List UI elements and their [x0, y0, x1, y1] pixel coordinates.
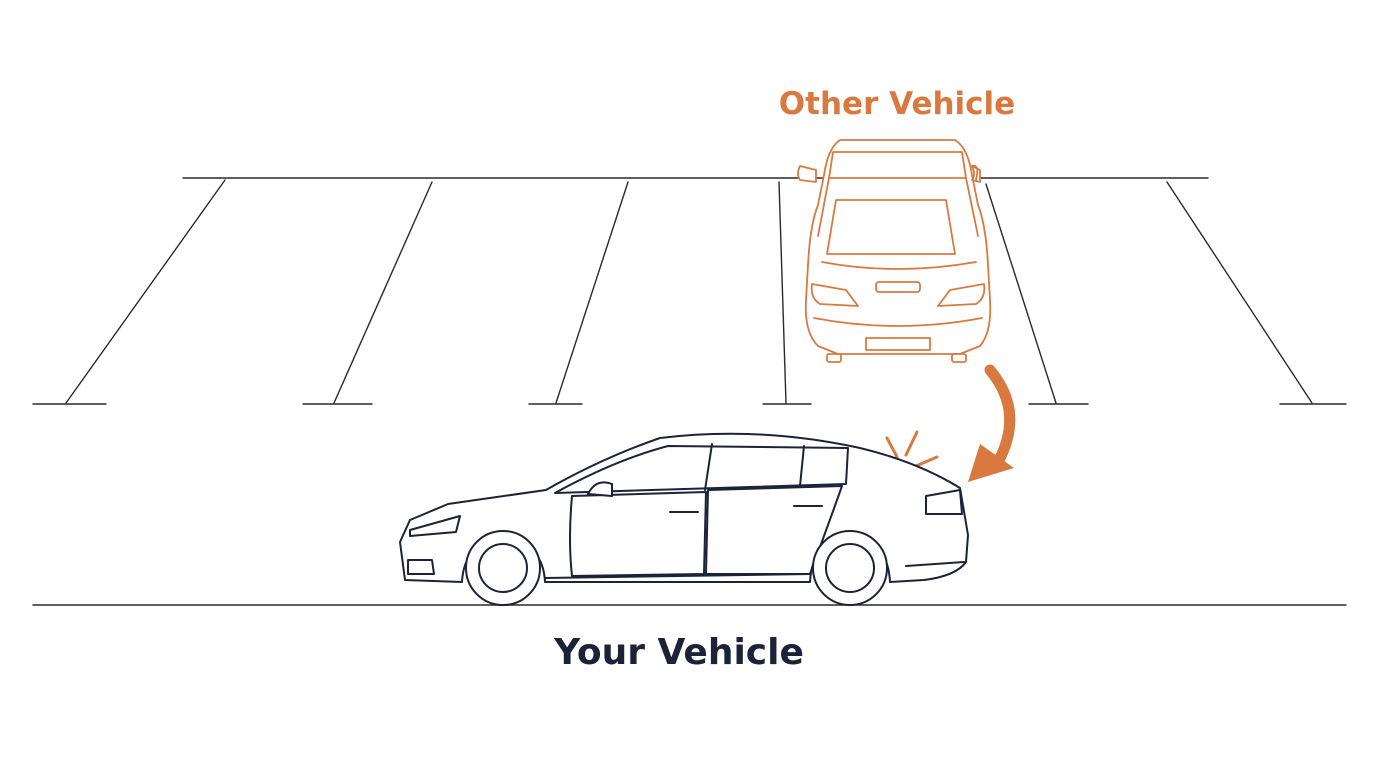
- your-vehicle-front-door: [569, 491, 707, 577]
- your-vehicle-front-rim: [478, 543, 528, 593]
- motion-arrow-icon: [968, 364, 1016, 482]
- your-vehicle-rear-rim: [825, 543, 875, 593]
- other-vehicle-bumper: [813, 317, 983, 327]
- your-vehicle-foglight: [407, 559, 435, 575]
- other-vehicle-car: [797, 139, 992, 363]
- parking-divider-2: [333, 181, 433, 404]
- other-vehicle-label: Other Vehicle: [778, 86, 1016, 122]
- parking-divider-4: [778, 181, 787, 404]
- other-vehicle-left-taillight: [810, 283, 859, 307]
- other-vehicle-left-pillar: [817, 177, 830, 237]
- your-vehicle-rear-bumper: [905, 561, 965, 567]
- other-vehicle-rear-window: [826, 199, 956, 255]
- other-vehicle-right-mirror-cap: [971, 164, 979, 181]
- your-vehicle-c-pillar: [799, 445, 805, 487]
- your-vehicle-label: Your Vehicle: [554, 632, 804, 673]
- your-vehicle-mirror: [587, 481, 613, 497]
- your-vehicle-rocker: [544, 573, 811, 579]
- other-vehicle-right-taillight: [937, 283, 986, 307]
- your-vehicle-headlight: [409, 515, 461, 537]
- other-vehicle-left-mirror: [797, 165, 817, 183]
- your-vehicle-b-pillar: [704, 443, 713, 491]
- your-vehicle-car: [399, 432, 969, 606]
- other-vehicle-right-wheel: [951, 353, 967, 363]
- other-vehicle-right-pillar: [965, 177, 979, 237]
- other-vehicle-left-wheel: [826, 353, 842, 363]
- parking-divider-1: [65, 179, 226, 404]
- other-vehicle-trunk-line: [821, 261, 977, 270]
- parking-divider-6: [1166, 181, 1313, 404]
- other-vehicle-plate: [865, 337, 931, 351]
- parking-divider-3: [555, 181, 629, 404]
- your-vehicle-windows: [554, 445, 849, 494]
- your-vehicle-taillight: [925, 489, 963, 515]
- parking-divider-5: [985, 183, 1057, 404]
- impact-burst-icon: [885, 430, 939, 468]
- parking-lot: [32, 177, 1347, 606]
- other-vehicle-trunk-badge: [875, 281, 921, 293]
